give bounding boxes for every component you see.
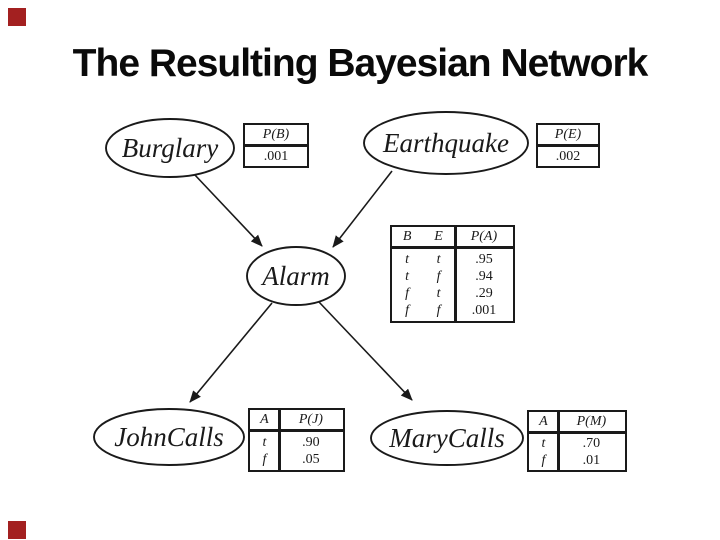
- cpt-header-cell: P(E): [554, 126, 582, 142]
- cpt-value-cell: t: [405, 251, 410, 267]
- cpt-table-p-b: P(B) .001: [243, 123, 309, 168]
- cpt-value-cell: .29: [475, 285, 493, 301]
- node-label-earthquake: Earthquake: [382, 128, 509, 158]
- cpt-value-cell: .002: [555, 148, 581, 164]
- cpt-value-cell: .94: [475, 268, 493, 284]
- edge-earthquake-to-alarm: [332, 170, 393, 248]
- cpt-body: .002: [538, 147, 598, 166]
- cpt-header-row: P(B): [245, 125, 307, 147]
- corner-accent-bottom-left: [8, 521, 26, 539]
- cpt-column-divider: [277, 410, 281, 470]
- cpt-body: t .90 f .05: [250, 432, 343, 470]
- cpt-table-p-e: P(E) .002: [536, 123, 600, 168]
- node-ellipse-marycalls: [370, 410, 524, 466]
- cpt-row: f f .001: [392, 303, 513, 318]
- cpt-value-cell: t: [436, 251, 441, 267]
- cpt-body: .001: [245, 147, 307, 166]
- cpt-header-row: B E P(A): [392, 227, 513, 249]
- cpt-value-cell: f: [262, 451, 267, 467]
- cpt-header-cell: P(J): [298, 411, 323, 427]
- corner-accent-top-left: [8, 8, 26, 26]
- node-alarm: Alarm: [246, 246, 346, 306]
- cpt-column-divider: [453, 227, 457, 321]
- node-label-burglary: Burglary: [122, 133, 219, 163]
- node-burglary: Burglary: [105, 118, 235, 178]
- cpt-row: f .05: [250, 452, 343, 467]
- node-marycalls: MaryCalls: [370, 410, 524, 466]
- node-ellipse-earthquake: [363, 111, 529, 175]
- cpt-header-cell: B: [402, 228, 412, 244]
- cpt-value-cell: f: [405, 302, 410, 318]
- cpt-body: t .70 f .01: [529, 434, 625, 470]
- node-earthquake: Earthquake: [363, 111, 529, 175]
- edge-burglary-to-alarm: [193, 173, 263, 247]
- cpt-row: t .90: [250, 435, 343, 450]
- cpt-header-cell: A: [260, 411, 269, 427]
- cpt-row: .002: [538, 149, 598, 164]
- node-label-johncalls: JohnCalls: [114, 422, 224, 452]
- cpt-column-divider: [556, 412, 560, 470]
- cpt-value-cell: .90: [302, 434, 320, 450]
- cpt-row: t f .94: [392, 269, 513, 284]
- cpt-row: f t .29: [392, 286, 513, 301]
- cpt-header-cell: E: [434, 228, 443, 244]
- cpt-row: t t .95: [392, 252, 513, 267]
- cpt-table-p-m: A P(M) t .70 f .01: [527, 410, 627, 472]
- node-label-marycalls: MaryCalls: [388, 423, 505, 453]
- node-ellipse-burglary: [105, 118, 235, 178]
- cpt-row: f .01: [529, 453, 625, 468]
- cpt-value-cell: t: [436, 285, 441, 301]
- node-johncalls: JohnCalls: [93, 408, 245, 466]
- cpt-table-p-j: A P(J) t .90 f .05: [248, 408, 345, 472]
- cpt-header-cell: A: [539, 413, 548, 429]
- cpt-value-cell: .95: [475, 251, 493, 267]
- node-label-alarm: Alarm: [260, 261, 330, 291]
- cpt-header-row: A P(M): [529, 412, 625, 434]
- cpt-value-cell: .01: [582, 452, 601, 468]
- cpt-header-cell: P(M): [576, 413, 607, 429]
- cpt-value-cell: .70: [582, 436, 601, 452]
- edge-alarm-to-marycalls: [318, 301, 413, 401]
- cpt-value-cell: f: [541, 452, 546, 468]
- cpt-row: t .70: [529, 436, 625, 451]
- slide-title: The Resulting Bayesian Network: [72, 42, 649, 85]
- cpt-value-cell: t: [541, 436, 546, 452]
- cpt-value-cell: f: [405, 285, 410, 301]
- cpt-header-cell: P(B): [262, 126, 290, 142]
- cpt-value-cell: t: [405, 268, 410, 284]
- cpt-header-row: A P(J): [250, 410, 343, 432]
- node-ellipse-johncalls: [93, 408, 245, 466]
- cpt-value-cell: t: [262, 434, 267, 450]
- cpt-value-cell: .001: [263, 148, 289, 164]
- cpt-header-cell: P(A): [470, 228, 498, 244]
- cpt-value-cell: .001: [471, 302, 497, 318]
- cpt-value-cell: f: [436, 268, 441, 284]
- cpt-header-row: P(E): [538, 125, 598, 147]
- edge-alarm-to-johncalls: [189, 302, 273, 403]
- node-ellipse-alarm: [246, 246, 346, 306]
- cpt-row: .001: [245, 149, 307, 164]
- cpt-value-cell: .05: [302, 451, 320, 467]
- cpt-value-cell: f: [436, 302, 441, 318]
